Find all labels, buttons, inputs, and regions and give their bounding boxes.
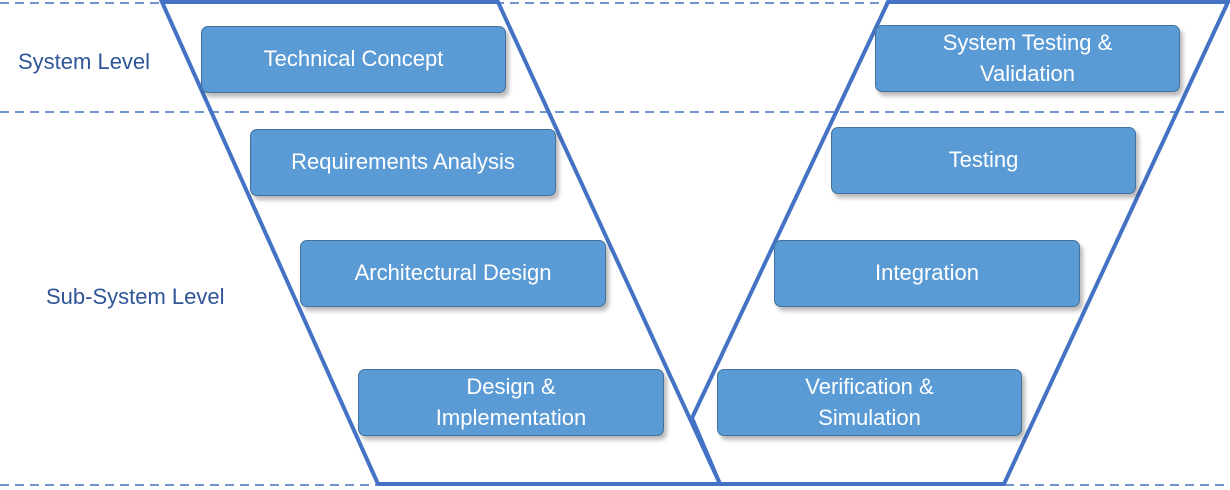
verification-simulation-box: Verification & Simulation (717, 369, 1022, 436)
testing-box: Testing (831, 127, 1136, 194)
right-branch-outline (689, 0, 1230, 486)
architectural-design-box: Architectural Design (300, 240, 606, 307)
design-implementation-box: Design & Implementation (358, 369, 664, 436)
requirements-analysis-box: Requirements Analysis (250, 129, 556, 196)
integration-box: Integration (774, 240, 1080, 307)
system-level-label: System Level (18, 49, 151, 74)
system-testing-validation-box: System Testing & Validation (875, 25, 1180, 92)
technical-concept-box: Technical Concept (201, 26, 506, 93)
subsystem-level-label: Sub-System Level (46, 284, 225, 309)
